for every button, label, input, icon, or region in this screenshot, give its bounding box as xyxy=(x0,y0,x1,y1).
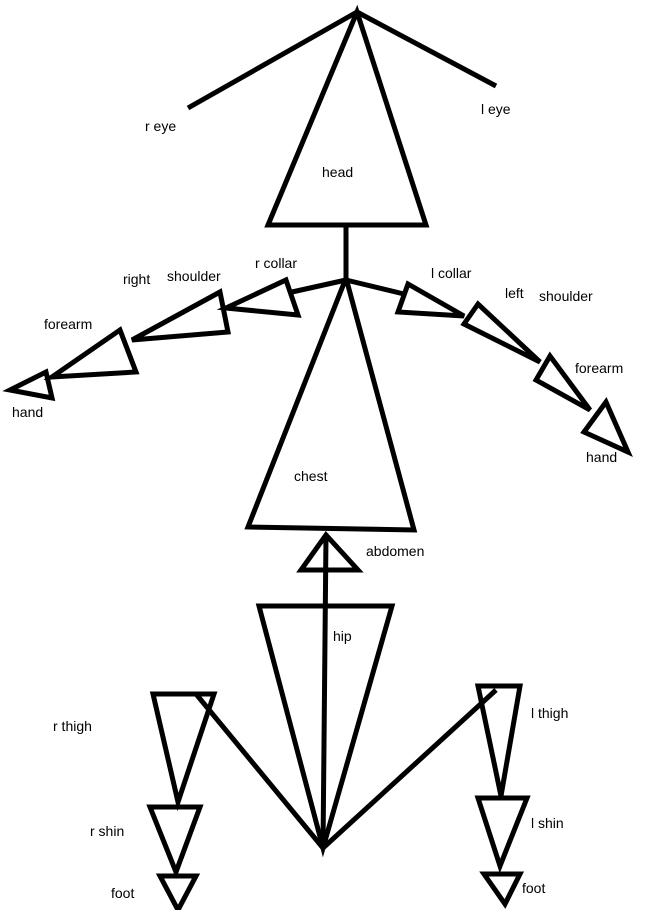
r-eye-label: r eye xyxy=(145,118,176,134)
l-shin-bone xyxy=(474,795,531,874)
r-hand-label: hand xyxy=(12,404,43,420)
left-shoulder-label: shoulder xyxy=(539,288,593,304)
r-collar-label: r collar xyxy=(255,255,297,271)
l-hand-bone xyxy=(580,397,633,457)
l-foot-bone xyxy=(479,871,525,909)
head-label: head xyxy=(322,164,353,180)
l-thigh-bone xyxy=(474,683,523,797)
r-shin-label: r shin xyxy=(90,823,124,839)
l-eye-bone xyxy=(355,9,498,89)
left-shoulder-bone xyxy=(460,300,542,365)
right-shoulder-bone xyxy=(130,288,232,343)
r-collar-link xyxy=(291,277,347,295)
l-forearm-label: forearm xyxy=(575,360,623,376)
l-eye-label: l eye xyxy=(481,101,511,117)
l-leg-link xyxy=(321,688,498,850)
l-forearm-bone xyxy=(532,351,593,413)
head-bone xyxy=(264,4,430,228)
chest-bone xyxy=(244,270,418,533)
abdomen-bone xyxy=(296,531,364,573)
left-label: left xyxy=(505,285,524,301)
right-shoulder-label: shoulder xyxy=(167,268,221,284)
l-hand-label: hand xyxy=(586,449,617,465)
hip-label: hip xyxy=(333,628,352,644)
l-foot-label: foot xyxy=(522,880,545,896)
l-collar-label: l collar xyxy=(431,265,472,281)
l-thigh-label: l thigh xyxy=(531,705,568,721)
chest-label: chest xyxy=(294,468,328,484)
spine-line xyxy=(320,534,329,849)
r-forearm-label: forearm xyxy=(44,316,92,332)
r-hand-bone xyxy=(2,368,56,402)
r-eye-bone xyxy=(186,9,359,111)
r-thigh-label: r thigh xyxy=(53,718,92,734)
l-collar-bone xyxy=(394,280,466,319)
r-foot-label: foot xyxy=(111,885,134,901)
right-label: right xyxy=(123,271,150,287)
r-forearm-bone xyxy=(43,326,140,381)
l-collar-link xyxy=(345,277,405,297)
r-foot-bone xyxy=(155,873,201,910)
abdomen-label: abdomen xyxy=(366,543,424,559)
r-shin-bone xyxy=(146,804,204,879)
r-collar-bone xyxy=(216,276,302,318)
r-leg-link xyxy=(194,692,325,850)
r-thigh-bone xyxy=(149,691,218,812)
l-shin-label: l shin xyxy=(531,815,564,831)
